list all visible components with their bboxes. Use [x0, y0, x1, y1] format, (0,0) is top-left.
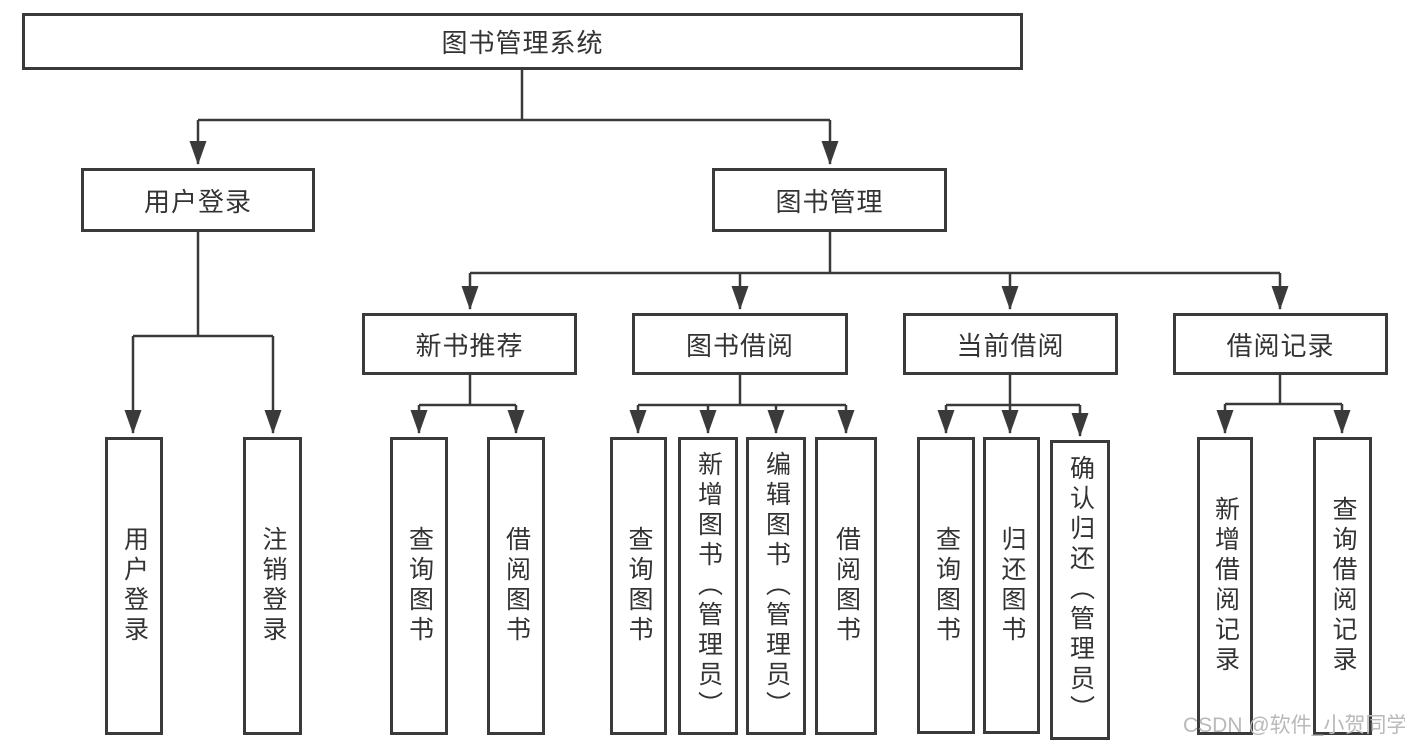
node-book-borrowing: 图书借阅	[632, 313, 848, 375]
leaf-label: 查询图书	[405, 526, 434, 646]
leaf-cb-return-books: 归还图书	[983, 437, 1040, 734]
csdn-watermark: CSDN @软件_小贺同学	[1183, 714, 1405, 737]
node-book-management-group: 图书管理	[712, 168, 947, 232]
node-current-borrowing: 当前借阅	[903, 313, 1118, 375]
leaf-user-login: 用户登录	[105, 437, 163, 735]
leaf-label: 编辑图书（管理员）	[762, 451, 791, 721]
leaf-br-query-record: 查询借阅记录	[1313, 437, 1372, 735]
leaf-label: 新增图书（管理员）	[694, 451, 723, 721]
leaf-nb-borrow-books: 借阅图书	[487, 437, 545, 735]
leaf-label: 用户登录	[120, 526, 149, 646]
leaf-label: 注销登录	[259, 526, 287, 646]
leaf-cb-query-books: 查询图书	[917, 437, 975, 734]
node-borrowing-records: 借阅记录	[1173, 313, 1388, 375]
leaf-nb-query-books: 查询图书	[390, 437, 448, 735]
leaf-bb-add-books-admin: 新增图书（管理员）	[678, 437, 738, 735]
leaf-label: 确认归还（管理员）	[1066, 455, 1095, 725]
leaf-label: 新增借阅记录	[1211, 496, 1240, 676]
leaf-bb-query-books: 查询图书	[610, 437, 667, 735]
node-new-book-recommend: 新书推荐	[362, 313, 577, 375]
leaf-label: 归还图书	[998, 525, 1026, 646]
node-user-login-group: 用户登录	[81, 168, 315, 232]
leaf-logout: 注销登录	[243, 437, 302, 735]
leaf-label: 借阅图书	[832, 526, 861, 646]
node-root-system: 图书管理系统	[22, 13, 1023, 70]
leaf-cb-confirm-return-admin: 确认归还（管理员）	[1050, 440, 1110, 740]
leaf-bb-edit-books-admin: 编辑图书（管理员）	[746, 437, 806, 735]
leaf-bb-borrow-books: 借阅图书	[815, 437, 877, 735]
leaf-br-add-record: 新增借阅记录	[1197, 437, 1253, 735]
leaf-label: 查询图书	[932, 525, 961, 646]
leaf-label: 查询图书	[625, 526, 653, 646]
leaf-label: 借阅图书	[502, 526, 531, 646]
leaf-label: 查询借阅记录	[1329, 496, 1357, 676]
